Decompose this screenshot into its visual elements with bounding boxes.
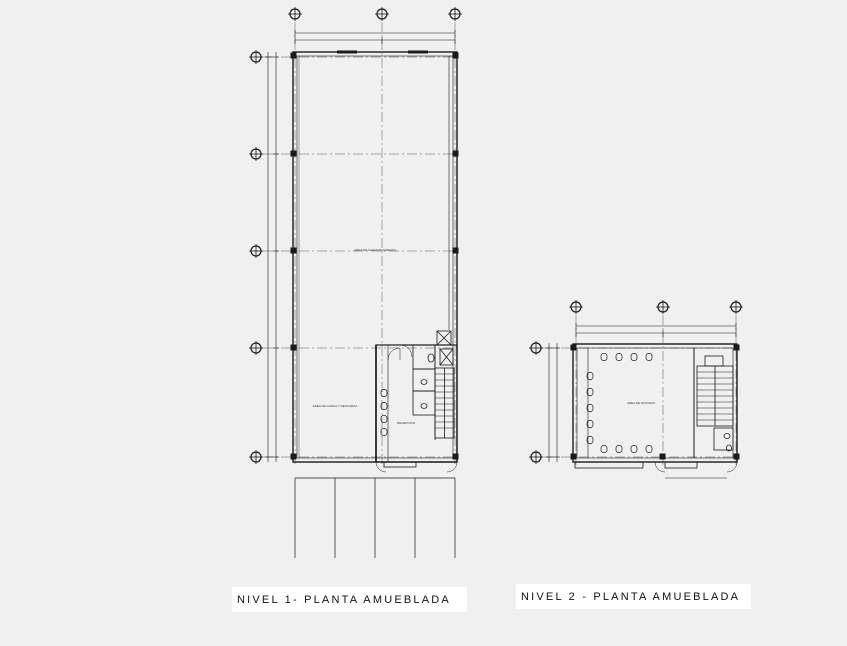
service-core bbox=[696, 355, 734, 452]
grid-bubble bbox=[248, 243, 264, 259]
grid-bubble bbox=[447, 6, 463, 22]
title-level-1: NIVEL 1- PLANTA AMUEBLADA bbox=[232, 587, 467, 612]
dimension-lines bbox=[546, 323, 737, 462]
drawing-sheet bbox=[89, 0, 847, 646]
building-walls bbox=[570, 343, 740, 479]
grid-bubble bbox=[728, 299, 744, 315]
grid-bubble bbox=[248, 340, 264, 356]
grid-bubble bbox=[568, 299, 584, 315]
service-core bbox=[375, 330, 458, 473]
room-label-warehouse: AREA DE ALMACENAMIENTO bbox=[354, 248, 396, 252]
parking-stalls bbox=[294, 477, 456, 558]
grid-bubble bbox=[287, 6, 303, 22]
dimension-lines bbox=[265, 30, 456, 462]
left-margin bbox=[0, 0, 89, 646]
plan-level-1: AREA DE ALMACENAMIENTO AREA DE CARGA Y D… bbox=[248, 6, 463, 558]
plan-level-2: AREA DE OFICINAS bbox=[528, 299, 744, 479]
grid-bubble bbox=[248, 146, 264, 162]
title-level-2: NIVEL 2 - PLANTA AMUEBLADA bbox=[516, 584, 751, 609]
grid-bubble bbox=[528, 449, 544, 465]
room-label-reception: RECEPCION bbox=[397, 421, 415, 425]
building-walls bbox=[290, 50, 459, 463]
room-label-offices: AREA DE OFICINAS bbox=[627, 401, 655, 405]
grid-bubble bbox=[248, 49, 264, 65]
grid-bubble bbox=[655, 299, 671, 315]
grid-bubble bbox=[248, 449, 264, 465]
room-label-loading: AREA DE CARGA Y DESCARGA bbox=[313, 404, 358, 408]
grid-bubble bbox=[374, 6, 390, 22]
grid-bubble bbox=[528, 340, 544, 356]
